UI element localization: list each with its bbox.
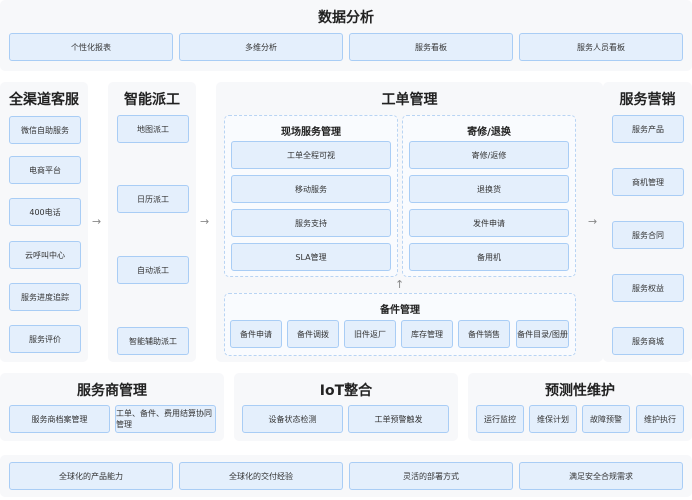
module-box: 自动派工: [117, 256, 189, 284]
module-box: 服务产品: [612, 115, 684, 143]
module-box: 服务人员看板: [519, 33, 683, 61]
omni-channel-panel: 全渠道客服 微信自助服务 电商平台 400电话 云呼叫中心 服务进度追踪 服务评…: [0, 82, 88, 362]
module-box: 备用机: [409, 243, 569, 271]
repair-return-group: 寄修/退换 寄修/返修 退换货 发件申请 备用机: [402, 115, 576, 277]
module-box: 服务权益: [612, 274, 684, 302]
module-box: 智能辅助派工: [117, 327, 189, 355]
module-box: 满足安全合规需求: [519, 462, 683, 490]
module-box: 备件目录/图册: [516, 320, 569, 348]
module-box: 日历派工: [117, 185, 189, 213]
predictive-panel: 预测性维护 运行监控 维保计划 故障预警 维护执行: [468, 373, 692, 441]
capabilities-panel: 全球化的产品能力 全球化的交付经验 灵活的部署方式 满足安全合规需求: [0, 455, 692, 497]
smart-dispatch-panel: 智能派工 地图派工 日历派工 自动派工 智能辅助派工: [108, 82, 196, 362]
module-box: 多维分析: [179, 33, 343, 61]
module-box: 工单全程可视: [231, 141, 391, 169]
field-service-group: 现场服务管理 工单全程可视 移动服务 服务支持 SLA管理: [224, 115, 398, 277]
data-analysis-panel: 数据分析 个性化报表 多维分析 服务看板 服务人员看板: [0, 0, 692, 71]
module-box: 微信自助服务: [9, 116, 81, 144]
module-box: 服务商城: [612, 327, 684, 355]
panel-title: 预测性维护: [545, 383, 615, 399]
arrow-right-icon: →: [588, 215, 598, 228]
arrow-up-icon: ↑: [395, 278, 405, 291]
module-box: 退换货: [409, 175, 569, 203]
group-title: 备件管理: [380, 305, 420, 316]
module-box: 商机管理: [612, 168, 684, 196]
group-title: 寄修/退换: [467, 127, 511, 138]
panel-title: 数据分析: [318, 10, 374, 26]
module-box: 电商平台: [9, 156, 81, 184]
module-box: 工单预警触发: [348, 405, 449, 433]
panel-title: IoT整合: [319, 383, 373, 399]
module-box: 服务支持: [231, 209, 391, 237]
panel-title: 工单管理: [381, 92, 438, 108]
module-box: 备件销售: [458, 320, 510, 348]
module-box: 维保计划: [529, 405, 577, 433]
module-box: 设备状态检测: [242, 405, 343, 433]
panel-title: 全渠道客服: [9, 92, 79, 108]
module-box: 全球化的产品能力: [9, 462, 173, 490]
module-box: 故障预警: [582, 405, 630, 433]
panel-title: 智能派工: [124, 92, 180, 108]
module-box: 地图派工: [117, 115, 189, 143]
module-box: 旧件返厂: [344, 320, 396, 348]
module-box: 运行监控: [476, 405, 524, 433]
module-box: 备件调拨: [287, 320, 339, 348]
module-box: SLA管理: [231, 243, 391, 271]
spare-parts-group: 备件管理 备件申请 备件调拨 旧件返厂 库存管理 备件销售 备件目录/图册: [224, 293, 576, 356]
module-box: 服务看板: [349, 33, 513, 61]
module-box: 寄修/返修: [409, 141, 569, 169]
panel-title: 服务商管理: [77, 383, 147, 399]
module-box: 个性化报表: [9, 33, 173, 61]
module-box: 库存管理: [401, 320, 453, 348]
module-box: 全球化的交付经验: [179, 462, 343, 490]
panel-title: 服务营销: [619, 92, 676, 108]
module-box: 移动服务: [231, 175, 391, 203]
arrow-right-icon: →: [200, 215, 210, 228]
iot-panel: IoT整合 设备状态检测 工单预警触发: [234, 373, 458, 441]
arrow-right-icon: →: [92, 215, 102, 228]
module-box: 工单、备件、费用结算协同管理: [115, 405, 216, 433]
provider-mgmt-panel: 服务商管理 服务商档案管理 工单、备件、费用结算协同管理: [0, 373, 224, 441]
module-box: 云呼叫中心: [9, 241, 81, 269]
module-box: 备件申请: [230, 320, 282, 348]
work-order-panel: 工单管理 现场服务管理 工单全程可视 移动服务 服务支持 SLA管理 寄修/退换…: [216, 82, 603, 362]
module-box: 400电话: [9, 198, 81, 226]
module-box: 服务合同: [612, 221, 684, 249]
module-box: 服务商档案管理: [9, 405, 110, 433]
group-title: 现场服务管理: [281, 127, 341, 138]
module-box: 服务评价: [9, 325, 81, 353]
module-box: 服务进度追踪: [9, 283, 81, 311]
module-box: 维护执行: [636, 405, 684, 433]
service-marketing-panel: 服务营销 服务产品 商机管理 服务合同 服务权益 服务商城: [603, 82, 692, 362]
module-box: 发件申请: [409, 209, 569, 237]
module-box: 灵活的部署方式: [349, 462, 513, 490]
